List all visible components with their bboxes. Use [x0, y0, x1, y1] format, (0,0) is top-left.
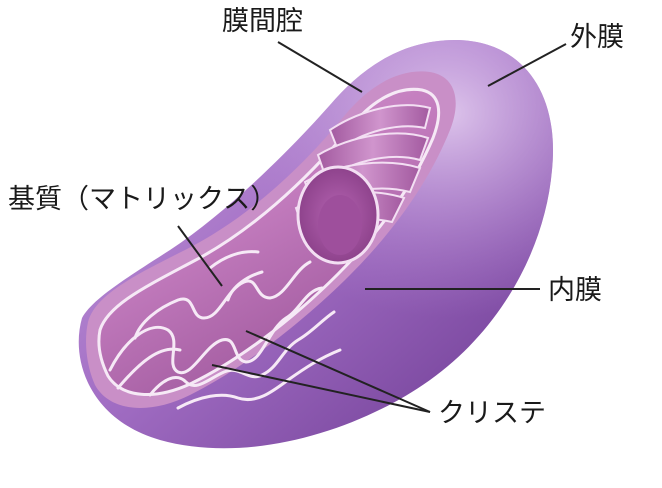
leader-matrix [177, 225, 223, 287]
leader-cristae-2 [245, 330, 431, 413]
leader-outer [487, 43, 567, 87]
leader-cristae-1 [211, 364, 431, 413]
matrix-cavity [296, 165, 380, 265]
leader-intermembrane [277, 41, 363, 93]
label-intermembrane-space: 膜間腔 [222, 6, 303, 37]
label-inner-membrane: 内膜 [548, 275, 602, 306]
cristae-folds-front [108, 250, 342, 410]
leader-lines [177, 41, 567, 413]
label-cristae: クリステ [438, 398, 546, 429]
label-outer-membrane: 外膜 [570, 22, 624, 53]
label-matrix: 基質（マトリックス） [8, 184, 278, 215]
